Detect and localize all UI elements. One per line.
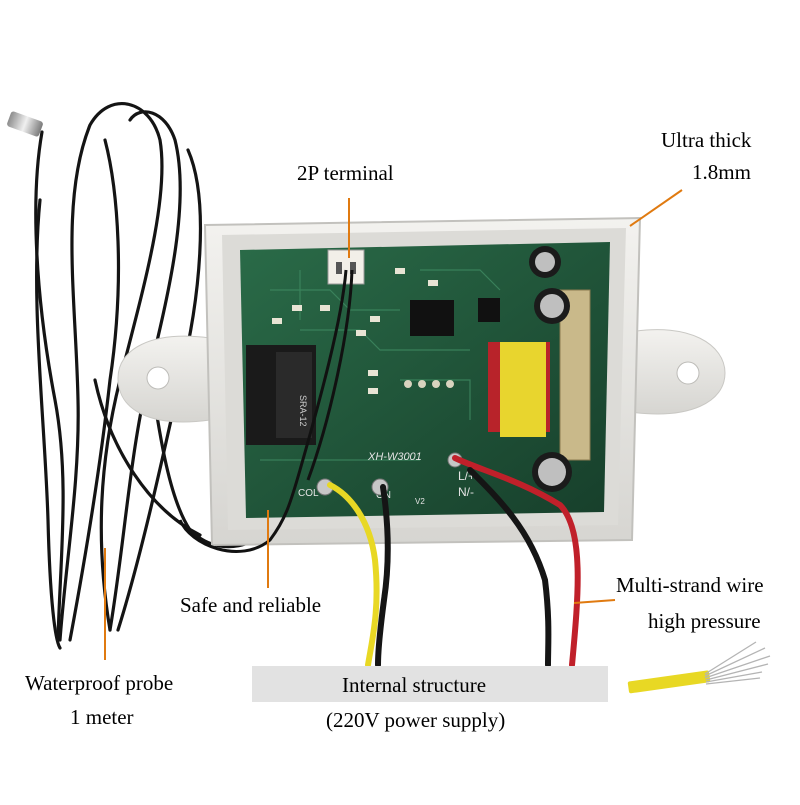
board-version-label: V2 [415, 497, 425, 506]
microcontroller-chip [410, 300, 454, 336]
output-wires [327, 455, 581, 668]
thickness-pointer [629, 189, 683, 227]
caption-banner [252, 666, 608, 702]
relay-model-text: SRA-12 [298, 395, 308, 427]
label-multi-strand-wire: Multi-strand wire [616, 573, 764, 597]
capacitors [529, 246, 572, 492]
probe-tip [7, 111, 43, 137]
callout-pointers [104, 189, 683, 660]
probe-wire-to-terminal [178, 269, 348, 553]
transformer [500, 342, 546, 437]
label-waterproof-probe: Waterproof probe [25, 671, 174, 695]
label-thickness-value: 1.8mm [692, 160, 751, 184]
label-ultra-thick: Ultra thick [661, 128, 752, 152]
wire-pointer [573, 599, 616, 604]
label-2p-terminal: 2P terminal [297, 161, 394, 185]
power-terminal-n-label: N/- [458, 485, 474, 499]
label-internal-structure: Internal structure [342, 673, 487, 697]
terminal-col-label: COL [298, 488, 319, 499]
mounting-ears [117, 329, 726, 423]
label-high-pressure: high pressure [648, 609, 761, 633]
label-power-supply: (220V power supply) [326, 708, 506, 732]
label-probe-length: 1 meter [70, 705, 134, 729]
probe-cable [34, 102, 282, 650]
circuit-board: SRA-12 XH-W3001 COL ON L/+ N/- V2 [240, 242, 610, 518]
board-model-text: XH-W3001 [367, 451, 422, 463]
stripped-wire-sample [627, 641, 771, 694]
label-safe-reliable: Safe and reliable [180, 593, 322, 617]
